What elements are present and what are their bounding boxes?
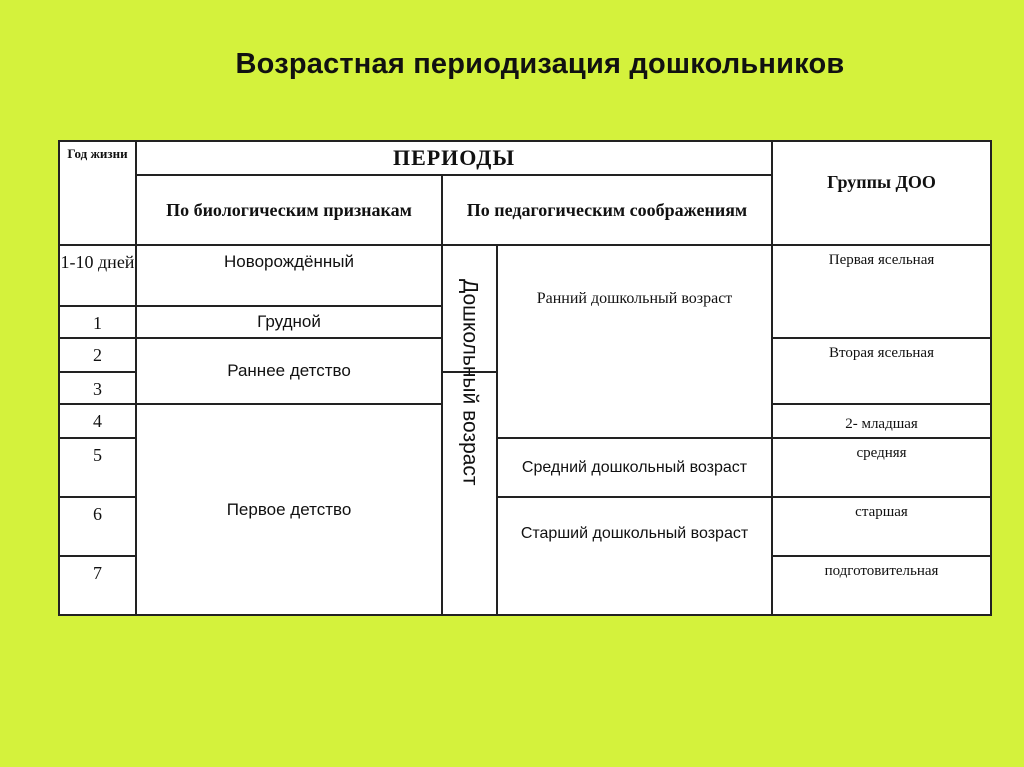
preschool-age-vertical-label: Дошкольный возраст [458, 279, 482, 486]
bio-infant: Грудной [135, 305, 443, 339]
ped-early: Ранний дошкольный возраст [495, 244, 774, 439]
year-cell: 6 [58, 496, 137, 557]
year-cell: 1 [58, 305, 137, 339]
header-groups: Группы ДОО [771, 140, 993, 246]
bio-first-childhood: Первое детство [135, 403, 443, 616]
ped-senior: Старший дошкольный возраст [495, 496, 774, 616]
header-biological: По биологическим признакам [135, 174, 443, 246]
header-pedagogical: По педагогическим соображениям [440, 174, 774, 246]
preschool-age-cell [441, 244, 498, 373]
page-title: Возрастная периодизация дошкольников [235, 48, 845, 80]
year-cell: 2 [58, 337, 137, 373]
header-year: Год жизни [58, 140, 137, 246]
group-preparatory: подготовительная [771, 555, 993, 616]
group-senior: старшая [771, 496, 993, 557]
year-cell: 5 [58, 437, 137, 498]
group-first-nursery: Первая ясельная [771, 244, 993, 339]
group-second-nursery: Вторая ясельная [771, 337, 993, 405]
ped-middle: Средний дошкольный возраст [495, 437, 774, 498]
bio-newborn: Новорождённый [135, 244, 443, 307]
year-cell: 1-10 дней [58, 244, 137, 307]
group-middle: средняя [771, 437, 993, 498]
year-cell: 4 [58, 403, 137, 439]
group-second-junior: 2- младшая [771, 403, 993, 439]
year-cell: 3 [58, 371, 137, 405]
bio-early-childhood: Раннее детство [135, 337, 443, 405]
periodization-table: Год жизни ПЕРИОДЫ Группы ДОО По биологич… [58, 140, 993, 616]
header-periods: ПЕРИОДЫ [134, 140, 774, 176]
year-cell: 7 [58, 555, 137, 616]
preschool-age-vertical-cell: Дошкольный возраст [441, 279, 498, 616]
